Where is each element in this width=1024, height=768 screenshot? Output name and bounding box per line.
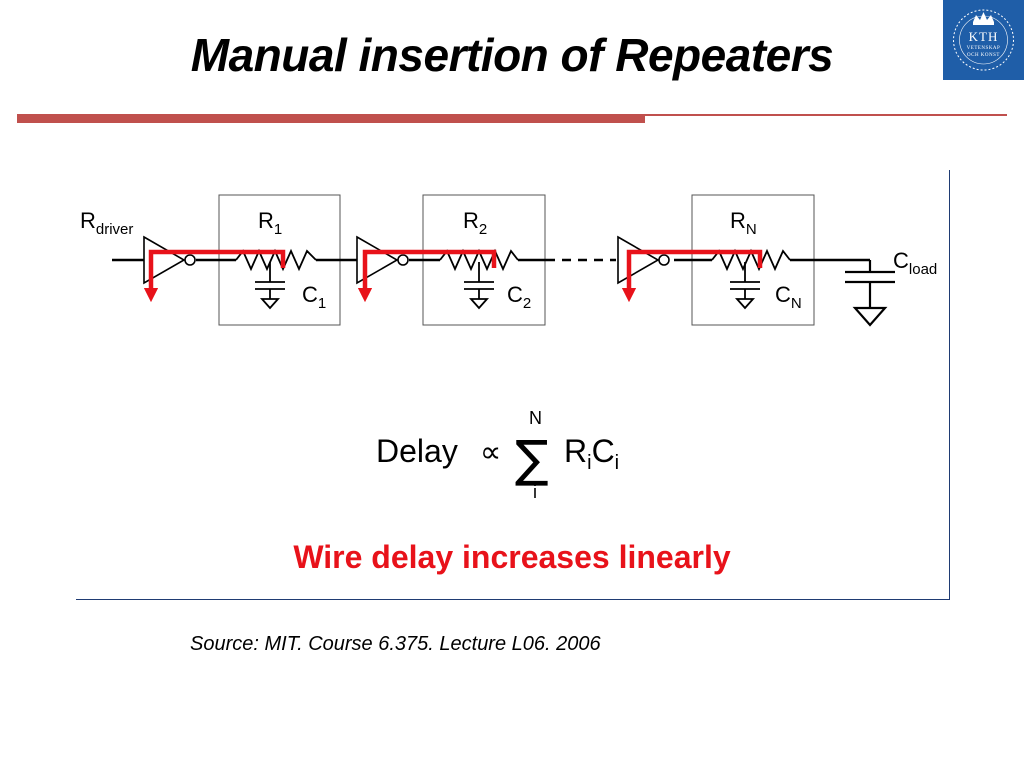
delay-path-1-arrow xyxy=(143,249,286,303)
title-rule-thin xyxy=(645,114,1007,116)
repeater-buffer-n-icon xyxy=(617,235,670,285)
logo-text: KTH xyxy=(968,29,999,44)
delay-formula: Delay ∝ N ∑ i RiCi xyxy=(376,408,619,502)
resistor-2-label: R2 xyxy=(463,208,487,238)
repeater-buffer-1-icon xyxy=(143,235,196,285)
kth-logo: KTH VETENSKAP OCH KONST xyxy=(943,0,1024,80)
formula-sum-upper: N xyxy=(529,408,542,428)
formula-lhs: Delay xyxy=(376,433,458,469)
source-caption: Source: MIT. Course 6.375. Lecture L06. … xyxy=(190,633,601,655)
load-capacitor-icon xyxy=(845,260,895,327)
figure-frame xyxy=(76,170,950,600)
title-rule-thick xyxy=(17,114,645,123)
delay-path-n-arrow xyxy=(621,249,763,303)
formula-proportional: ∝ xyxy=(480,435,501,470)
driver-label: Rdriver xyxy=(80,208,133,238)
formula-sum-symbol: ∑ xyxy=(515,430,549,488)
logo-crown-icon xyxy=(953,9,1014,71)
capacitor-1-label: C1 xyxy=(302,282,326,312)
capacitor-2-label: C2 xyxy=(507,282,531,312)
logo-subtext-2: OCH KONST xyxy=(967,53,1000,58)
capacitor-2-icon xyxy=(464,262,494,310)
capacitor-n-label: CN xyxy=(775,282,802,312)
load-capacitor-label: Cload xyxy=(893,248,937,278)
resistor-n-label: RN xyxy=(730,208,757,238)
delay-path-2-arrow xyxy=(357,249,497,303)
capacitor-1-icon xyxy=(255,262,285,310)
logo-subtext-1: VETENSKAP xyxy=(966,46,1001,51)
formula-sum-lower: i xyxy=(533,482,537,502)
headline: Wire delay increases linearly xyxy=(293,539,731,575)
formula-term: RiCi xyxy=(564,433,619,474)
slide-title: Manual insertion of Repeaters xyxy=(190,29,834,81)
resistor-1-label: R1 xyxy=(258,208,282,238)
capacitor-n-icon xyxy=(730,262,760,310)
